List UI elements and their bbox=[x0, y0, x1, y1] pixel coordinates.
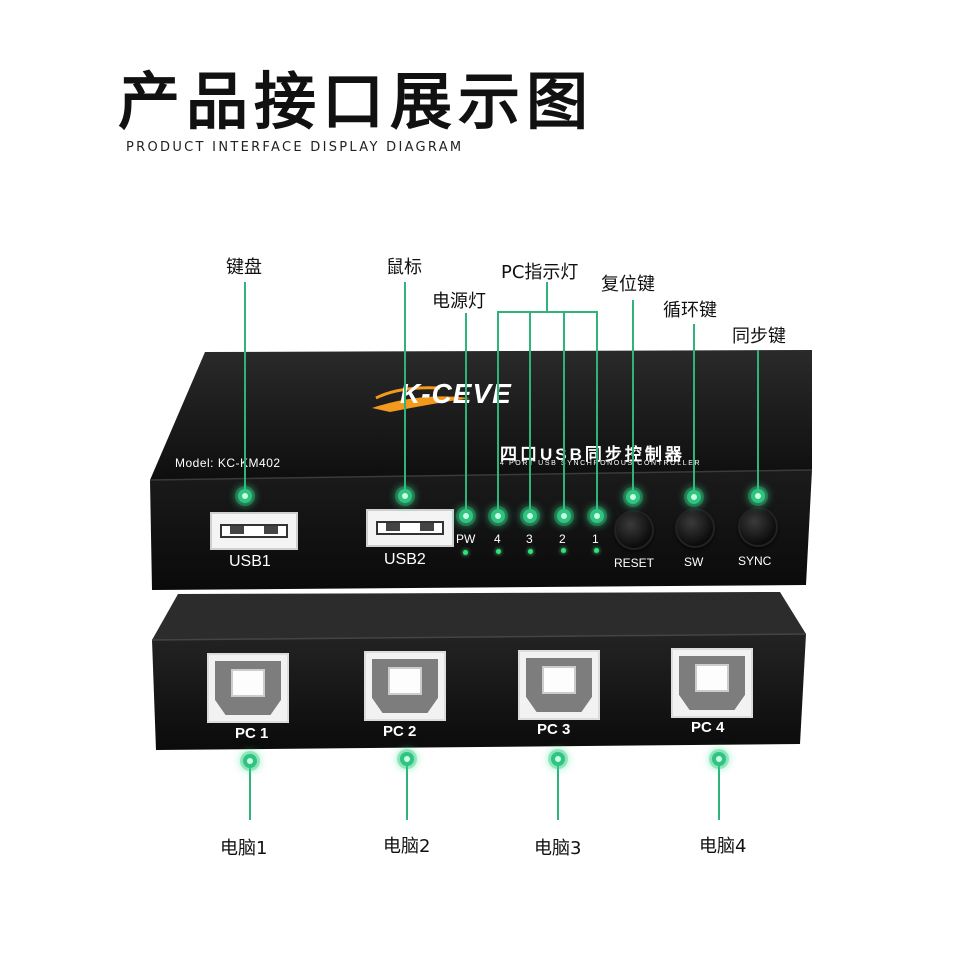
callout-line-led-1 bbox=[596, 311, 598, 515]
reset-button[interactable] bbox=[614, 510, 654, 550]
callout-mouse: 鼠标 bbox=[386, 257, 422, 278]
sync-button[interactable] bbox=[738, 507, 778, 547]
sync-label: SYNC bbox=[738, 554, 772, 568]
callout-keyboard: 键盘 bbox=[226, 257, 262, 278]
callout-line-cycle bbox=[693, 324, 695, 496]
power-led-marker-icon bbox=[459, 509, 473, 523]
keyboard-marker-icon bbox=[238, 489, 252, 503]
sw-label: SW bbox=[684, 555, 704, 569]
led-2-marker-icon bbox=[557, 509, 571, 523]
brand-swoosh-icon bbox=[372, 396, 470, 412]
callout-line-keyboard bbox=[244, 282, 246, 494]
product-name-cn: 四口USB同步控制器 bbox=[500, 445, 685, 464]
callout-line-pc2 bbox=[406, 758, 408, 820]
bottom-unit-back-face bbox=[152, 634, 806, 750]
model-label: Model: KC-KM402 bbox=[175, 456, 281, 470]
callout-line-led-4 bbox=[497, 311, 499, 515]
mouse-marker-icon bbox=[398, 489, 412, 503]
callout-pc4: 电脑4 bbox=[699, 836, 747, 857]
usb1-label: USB1 bbox=[229, 553, 271, 570]
pc4-port-label: PC 4 bbox=[691, 719, 725, 736]
callout-line-pc4 bbox=[718, 758, 720, 820]
callout-line-reset bbox=[632, 300, 634, 496]
brand-logo: K-CEVE bbox=[400, 378, 512, 409]
pc1-port-label: PC 1 bbox=[235, 725, 269, 742]
cycle-marker-icon bbox=[687, 490, 701, 504]
callout-cycle: 循环键 bbox=[663, 300, 717, 321]
usb2-port bbox=[366, 509, 454, 547]
reset-marker-icon bbox=[626, 490, 640, 504]
led-label-3: 3 bbox=[526, 532, 533, 546]
callout-line-power bbox=[465, 313, 467, 515]
led-label-1: 1 bbox=[592, 532, 599, 546]
page-title: 产品接口展示图 bbox=[118, 65, 595, 138]
led-4-marker-icon bbox=[491, 509, 505, 523]
callout-line-pc-indicator-bar bbox=[497, 311, 598, 313]
reset-label: RESET bbox=[614, 556, 655, 570]
power-led bbox=[463, 550, 468, 555]
led-1-marker-icon bbox=[590, 509, 604, 523]
sw-button[interactable] bbox=[675, 508, 715, 548]
callout-pc2: 电脑2 bbox=[383, 836, 431, 857]
callout-sync: 同步键 bbox=[732, 326, 786, 347]
pc4-marker-icon bbox=[712, 752, 726, 766]
pc3-port-label: PC 3 bbox=[537, 721, 571, 738]
callout-power-light: 电源灯 bbox=[432, 291, 486, 312]
usb2-label: USB2 bbox=[384, 551, 426, 568]
callout-line-led-2 bbox=[563, 311, 565, 515]
page-subtitle: PRODUCT INTERFACE DISPLAY DIAGRAM bbox=[126, 140, 464, 155]
led-label-2: 2 bbox=[559, 532, 566, 546]
callout-pc-indicator: PC指示灯 bbox=[501, 262, 579, 283]
top-unit-front-face bbox=[150, 470, 812, 590]
led-label-pw: PW bbox=[456, 532, 476, 546]
callout-line-pc3 bbox=[557, 758, 559, 820]
top-unit-top-face bbox=[150, 350, 812, 480]
pc1-marker-icon bbox=[243, 754, 257, 768]
sync-marker-icon bbox=[751, 489, 765, 503]
callout-pc3: 电脑3 bbox=[534, 838, 582, 859]
callout-line-mouse bbox=[404, 282, 406, 494]
callout-line-sync bbox=[757, 350, 759, 495]
usb1-port bbox=[210, 512, 298, 550]
pc2-port-label: PC 2 bbox=[383, 723, 417, 740]
pc4-led bbox=[496, 549, 501, 554]
pc3-marker-icon bbox=[551, 752, 565, 766]
pc2-port bbox=[364, 651, 446, 721]
pc2-led bbox=[561, 548, 566, 553]
callout-reset: 复位键 bbox=[601, 274, 655, 295]
pc1-port bbox=[207, 653, 289, 723]
pc2-marker-icon bbox=[400, 752, 414, 766]
pc4-port bbox=[671, 648, 753, 718]
led-label-4: 4 bbox=[494, 532, 501, 546]
pc1-led bbox=[594, 548, 599, 553]
product-name-en: 4 PORT USB SYNCHRONOUS CONTROLLER bbox=[500, 460, 702, 467]
pc3-led bbox=[528, 549, 533, 554]
callout-line-pc-indicator-stem bbox=[546, 282, 548, 312]
bottom-unit-top-face bbox=[152, 592, 806, 640]
callout-line-pc1 bbox=[249, 760, 251, 820]
callout-line-led-3 bbox=[529, 311, 531, 515]
pc3-port bbox=[518, 650, 600, 720]
callout-pc1: 电脑1 bbox=[220, 838, 268, 859]
led-3-marker-icon bbox=[523, 509, 537, 523]
